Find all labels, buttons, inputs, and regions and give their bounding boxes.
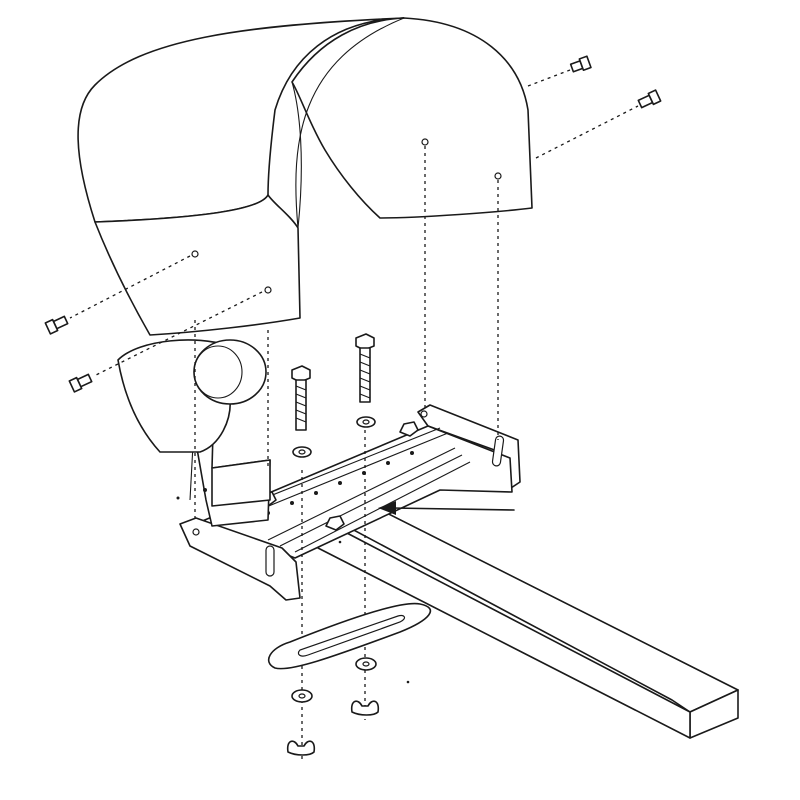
hood-screw-hole bbox=[494, 172, 502, 180]
hood-screw-hole bbox=[421, 138, 429, 146]
mounting-screw bbox=[44, 255, 191, 335]
hood-screw-hole bbox=[264, 286, 272, 294]
carriage-bolt bbox=[355, 333, 375, 403]
washer bbox=[356, 416, 376, 428]
roller-drum bbox=[117, 339, 267, 453]
washer bbox=[291, 689, 313, 703]
end-plate-slot bbox=[265, 545, 275, 577]
washer bbox=[292, 446, 312, 458]
carriage-bolt bbox=[291, 365, 311, 431]
pointer-arrow bbox=[378, 501, 515, 515]
slotted-clamp-plate bbox=[267, 602, 432, 670]
wooden-bar bbox=[317, 496, 739, 739]
mounting-screw bbox=[68, 291, 263, 393]
nut bbox=[399, 421, 419, 437]
hood-cover bbox=[77, 17, 533, 336]
mounting-screw bbox=[527, 55, 592, 87]
end-plate-slot bbox=[491, 435, 505, 467]
wing-nut bbox=[350, 700, 380, 716]
end-plate-hole bbox=[420, 410, 428, 418]
mounting-screw bbox=[535, 89, 662, 159]
nut bbox=[325, 515, 345, 531]
washer bbox=[355, 657, 377, 671]
hood-screw-hole bbox=[191, 250, 199, 258]
end-plate-hole bbox=[192, 528, 200, 536]
wing-nut bbox=[286, 740, 316, 756]
